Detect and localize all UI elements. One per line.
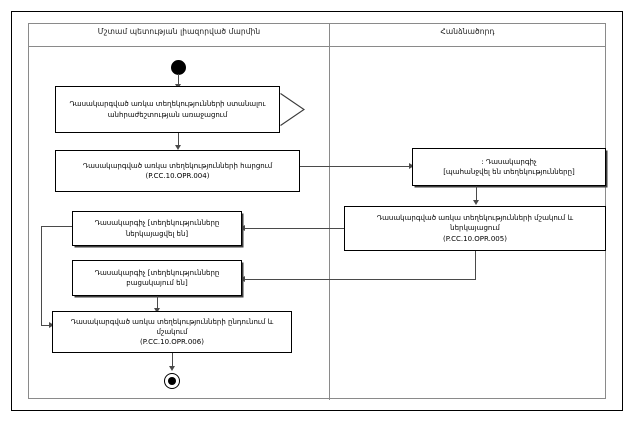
arrowhead-right-icon — [49, 322, 54, 328]
arrowhead-down-icon — [175, 145, 181, 150]
connector-opr005-down — [475, 251, 476, 279]
connector-presented-down — [41, 226, 42, 325]
node-action-opr-004[interactable]: Դասակարգված առկա տեղեկությունների հարցու… — [55, 150, 300, 192]
node-text: Դասակարգված առկա տեղեկությունների ստանալ… — [69, 100, 266, 119]
connector-action1-to-action2 — [178, 133, 179, 147]
node-code: [պահանջվել են տեղեկությունները] — [443, 168, 575, 176]
node-text: : Դասակարգիչ — [481, 157, 537, 166]
final-node — [164, 373, 180, 389]
node-text: Դասակարգված առկա տեղեկությունների մշակու… — [376, 214, 574, 233]
node-code: (P.CC.10.OPR.006) — [140, 338, 204, 347]
lane-title-left: Մշտամ պետության լիազորված մարմին — [97, 27, 261, 36]
arrowhead-down-icon — [169, 366, 175, 371]
node-action-opr-005[interactable]: Դասակարգված առկա տեղեկությունների մշակու… — [344, 206, 606, 251]
node-object-classifier-requested[interactable]: : Դասակարգիչ [պահանջվել են տեղեկությունն… — [412, 148, 606, 186]
arrowhead-down-icon — [473, 200, 479, 205]
connector-presented-into-opr006 — [41, 325, 52, 326]
node-text: Դասակարգիչ [տեղեկությունները ներկայացվել… — [94, 219, 220, 238]
node-object-classifier-missing[interactable]: Դասակարգիչ [տեղեկությունները բացակայում … — [72, 260, 242, 296]
arrowhead-left-icon — [240, 225, 245, 231]
connector-start-to-action1 — [178, 74, 179, 86]
node-text: Դասակարգված առկա տեղեկությունների ընդուն… — [70, 317, 274, 336]
arrowhead-left-icon — [240, 276, 245, 282]
connector-presented-left-stub — [41, 226, 72, 227]
node-text: Դասակարգիչ [տեղեկությունները բացակայում … — [94, 268, 220, 287]
lane-header-divider — [29, 46, 605, 47]
diagram-outer-frame — [11, 11, 623, 411]
lane-vertical-divider — [329, 24, 330, 400]
connector-object-to-opr005 — [476, 186, 477, 202]
connector-object-missing-to-opr006 — [157, 296, 158, 310]
connector-opr005-to-object-presented — [243, 228, 344, 229]
node-text: Դասակարգված առկա տեղեկությունների հարցու… — [82, 161, 273, 170]
arrowhead-down-icon — [154, 308, 160, 313]
connector-opr005-to-object-missing — [243, 279, 476, 280]
node-action-opr-006[interactable]: Դասակարգված առկա տեղեկությունների ընդուն… — [52, 311, 292, 353]
lane-title-right: Հանձնածորդ — [440, 27, 495, 36]
node-object-classifier-presented[interactable]: Դասակարգիչ [տեղեկությունները ներկայացվել… — [72, 211, 242, 246]
send-signal-notch-icon — [280, 93, 305, 126]
initial-node — [171, 60, 186, 75]
node-code: (P.CC.10.OPR.005) — [443, 234, 507, 243]
arrowhead-right-icon — [409, 163, 414, 169]
node-action-request-prep[interactable]: Դասակարգված առկա տեղեկությունների ստանալ… — [55, 86, 280, 133]
connector-opr004-to-object-requested — [300, 166, 412, 167]
connector-opr006-to-end — [172, 353, 173, 369]
node-code: (P.CC.10.OPR.004) — [145, 172, 210, 180]
